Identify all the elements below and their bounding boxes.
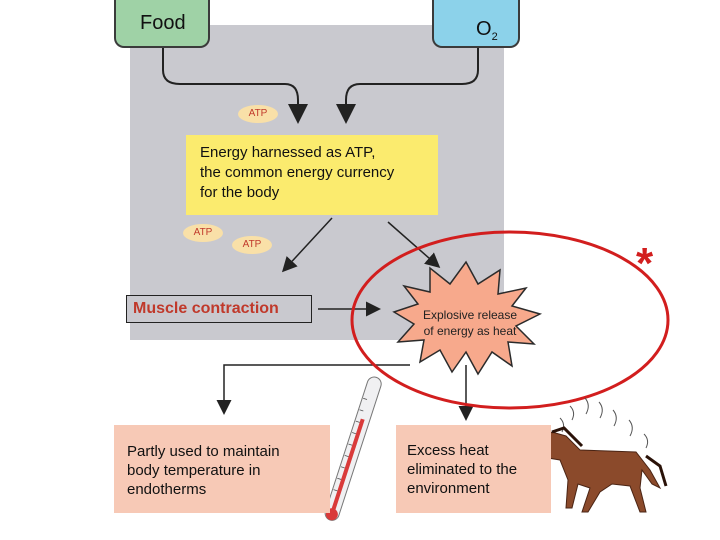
atp-bubble: ATP <box>183 224 223 242</box>
heat-to-body-temp-arrow <box>216 364 410 415</box>
food-label: Food <box>140 12 186 34</box>
energy-to-muscle-arrow <box>281 217 333 273</box>
asterisk-mark: * <box>636 239 654 288</box>
energy-to-heat-arrow <box>387 221 441 268</box>
o2-label: O <box>476 18 492 40</box>
muscle-contraction-box: Muscle contraction <box>126 295 312 323</box>
body-temperature-box: Partly used to maintain body temperature… <box>114 425 330 513</box>
food-box: Food <box>114 0 210 48</box>
o2-subscript: 2 <box>491 31 498 43</box>
o2-to-energy-arrow <box>336 48 479 124</box>
o2-box: O2 <box>432 0 520 48</box>
food-to-energy-arrow <box>162 48 308 124</box>
atp-bubble: ATP <box>238 105 278 123</box>
muscle-contraction-label: Muscle contraction <box>133 300 279 317</box>
energy-text: Energy harnessed as ATP, the common ener… <box>200 144 395 201</box>
body-temperature-text: Partly used to maintain body temperature… <box>127 443 280 498</box>
horse-icon <box>539 397 668 513</box>
highlight-ellipse <box>350 230 670 410</box>
atp-bubble: ATP <box>232 236 272 254</box>
excess-heat-text: Excess heat eliminated to the environmen… <box>407 442 518 497</box>
explosive-release-label: Explosive release of energy as heat <box>422 308 518 338</box>
energy-atp-box: Energy harnessed as ATP, the common ener… <box>186 135 438 215</box>
excess-heat-box: Excess heat eliminated to the environmen… <box>396 425 551 513</box>
heat-burst-shape <box>392 260 543 376</box>
thermometer-icon <box>324 376 382 521</box>
